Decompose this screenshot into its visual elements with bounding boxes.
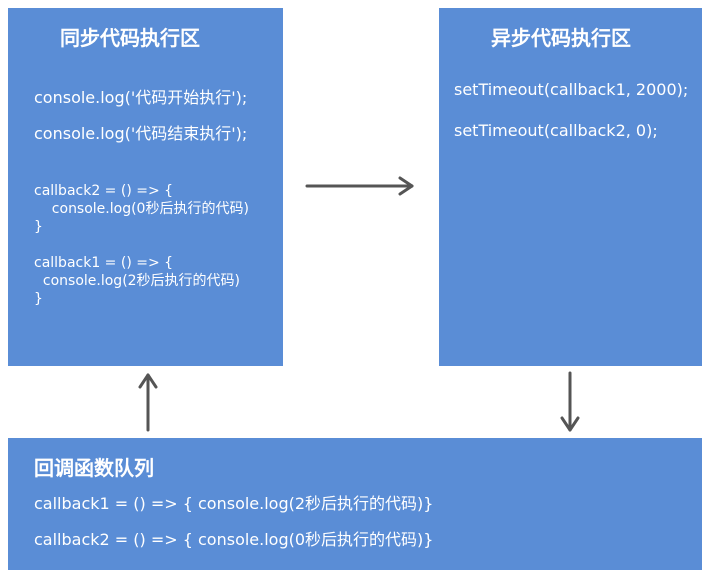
sync-code-area: 同步代码执行区 console.log('代码开始执行'); console.l… — [8, 8, 283, 366]
queue-item-callback2: callback2 = () => { console.log(0秒后执行的代码… — [34, 530, 434, 549]
queue-item-callback1: callback1 = () => { console.log(2秒后执行的代码… — [34, 494, 434, 513]
arrow-up-icon — [138, 373, 158, 432]
callback2-definition: callback2 = () => { console.log(0秒后执行的代码… — [34, 183, 249, 235]
sync-code-line-start: console.log('代码开始执行'); — [34, 88, 248, 107]
async-code-area: 异步代码执行区 setTimeout(callback1, 2000); set… — [439, 8, 702, 366]
settimeout-callback2-line: setTimeout(callback2, 0); — [454, 121, 658, 140]
callback-queue-title: 回调函数队列 — [34, 456, 154, 480]
arrow-right-icon — [305, 176, 414, 196]
async-area-title: 异步代码执行区 — [491, 26, 631, 50]
sync-code-line-end: console.log('代码结束执行'); — [34, 124, 248, 143]
arrow-down-icon — [560, 371, 580, 432]
sync-area-title: 同步代码执行区 — [60, 26, 200, 50]
settimeout-callback1-line: setTimeout(callback1, 2000); — [454, 80, 689, 99]
callback-queue-area: 回调函数队列 callback1 = () => { console.log(2… — [8, 438, 702, 570]
callback1-definition: callback1 = () => { console.log(2秒后执行的代码… — [34, 255, 241, 307]
